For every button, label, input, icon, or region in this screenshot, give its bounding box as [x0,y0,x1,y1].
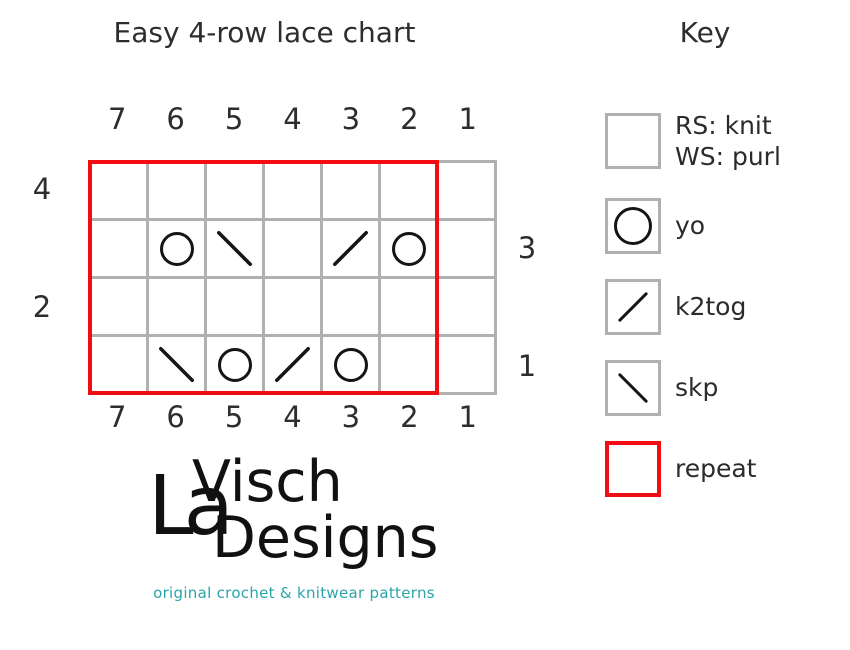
column-number: 5 [224,400,244,434]
grid-cell [381,163,436,218]
grid-cell [439,279,494,334]
grid-cell [149,221,204,276]
key-item: repeat [605,440,781,497]
yo-symbol [217,347,252,382]
column-number: 5 [224,102,244,136]
yo-swatch [605,197,661,254]
lace-grid [88,160,497,395]
column-number: 3 [341,102,361,136]
column-number: 6 [166,102,185,136]
yo-symbol [614,206,652,245]
grid-cell [149,337,204,392]
grid-cell [323,279,378,334]
chart-title: Easy 4-row lace chart [113,16,416,49]
column-number: 7 [107,400,127,434]
column-number: 1 [458,400,477,434]
yo-symbol [333,347,368,382]
key-title: Key [679,16,731,49]
skp-swatch [605,359,661,416]
grid-cell [265,163,320,218]
yo-symbol [391,231,426,266]
grid-cell [381,337,436,392]
column-number: 6 [166,400,185,434]
k2tog-symbol [618,291,648,322]
logo-line1-text: Visch [192,449,343,515]
grid-cell [265,221,320,276]
grid-cell [265,279,320,334]
grid-cell [207,337,262,392]
grid-cell [91,221,146,276]
logo-la-text: La [148,459,234,554]
grid-cell [91,163,146,218]
grid-cell [381,279,436,334]
grid-cell [91,337,146,392]
grid-cell [439,163,494,218]
key-item: yo [605,197,781,254]
skp-symbol [217,231,252,266]
top-column-numbers: 7 6 5 4 3 2 1 [88,102,497,136]
column-number: 4 [283,400,302,434]
repeat-swatch [605,440,661,497]
grid-cell [207,163,262,218]
logo-line2-text: Designs [212,505,439,571]
column-number: 2 [400,102,419,136]
grid-cell [323,221,378,276]
skp-symbol [618,372,648,403]
column-number: 4 [283,102,302,136]
column-number: 7 [107,102,127,136]
grid-cell [265,337,320,392]
key-item: k2tog [605,278,781,335]
grid-cell [91,279,146,334]
row-number [22,219,62,278]
key-label: yo [675,210,706,240]
grid-cell [323,337,378,392]
k2tog-symbol [333,231,368,266]
key-label: repeat [675,453,757,483]
row-number: 2 [32,289,52,324]
knit-swatch [605,113,661,170]
grid-cell [207,221,262,276]
grid-cell [439,221,494,276]
column-number: 2 [400,400,419,434]
logo-tagline: original crochet & knitwear patterns [153,584,435,602]
key-label: k2tog [675,291,747,321]
grid-cell [439,337,494,392]
column-number: 3 [341,400,361,434]
k2tog-swatch [605,278,661,335]
row-number [22,336,62,395]
bottom-column-numbers: 7 6 5 4 3 2 1 [88,400,497,434]
grid-cell [149,279,204,334]
grid-cell [323,163,378,218]
brand-logo: La Visch Designs original crochet & knit… [148,452,468,622]
grid-cell [207,279,262,334]
column-number: 1 [458,102,477,136]
grid-cell [381,221,436,276]
k2tog-symbol [275,347,310,382]
key-label: skp [675,372,719,402]
row-number: 1 [517,348,537,383]
yo-symbol [159,231,194,266]
row-number [507,160,547,219]
row-number [507,278,547,337]
grid-cell [149,163,204,218]
skp-symbol [159,347,194,382]
row-number: 3 [517,231,537,266]
row-number: 4 [32,172,52,207]
key-item: skp [605,359,781,416]
